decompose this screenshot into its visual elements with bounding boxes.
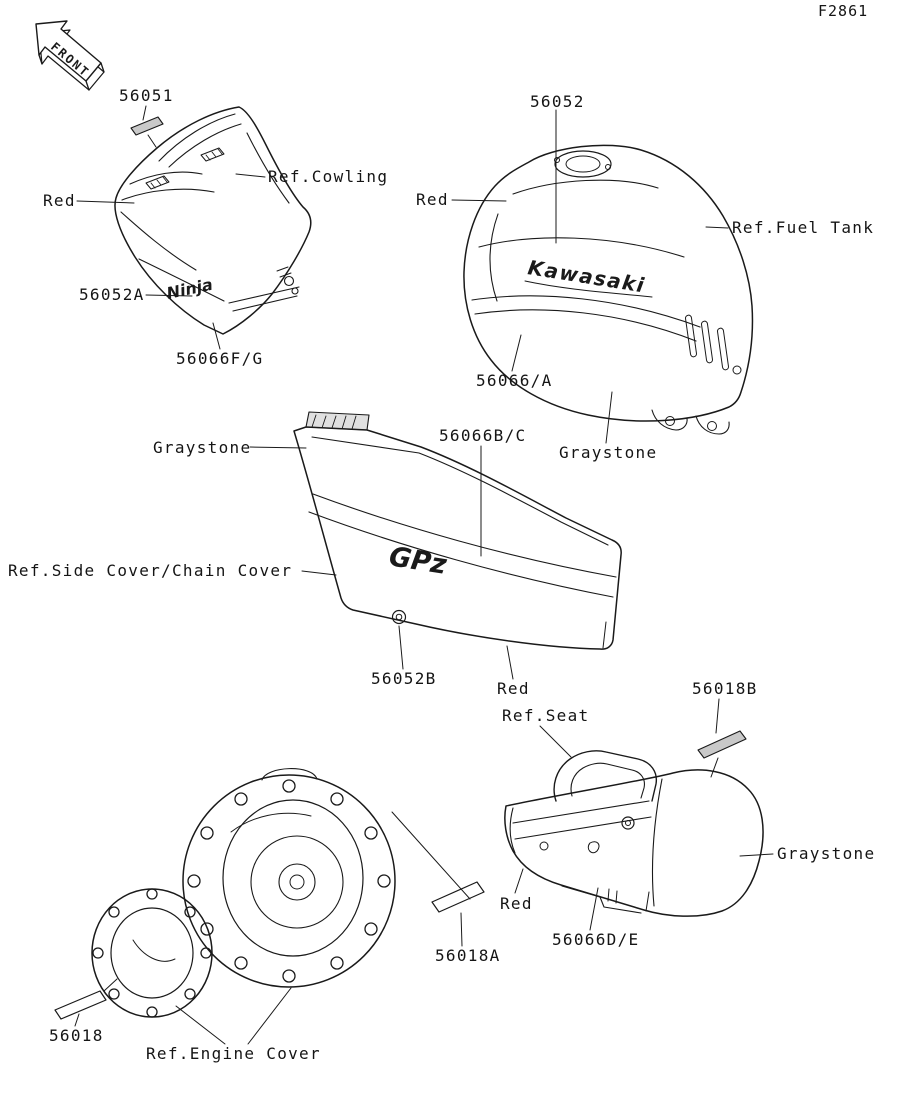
label-graystone-side: Graystone [153, 438, 252, 457]
label-part-56018b: 56018B [692, 679, 758, 698]
decal-strip-56018 [54, 990, 107, 1020]
label-part-56066de: 56066D/E [552, 930, 640, 949]
label-red-tank: Red [416, 190, 449, 209]
decal-strip-56018b [697, 730, 747, 759]
leader-lines [74, 105, 774, 1045]
label-part-56051: 56051 [119, 86, 174, 105]
label-red-cowling: Red [43, 191, 76, 210]
label-part-56066a: 56066/A [476, 371, 553, 390]
label-part-56066bc: 56066B/C [439, 426, 527, 445]
cowling-drawing: Ninja [114, 106, 312, 335]
label-ref-side-cover: Ref.Side Cover/Chain Cover [8, 561, 293, 580]
ninja-decal-text: Ninja [165, 275, 214, 303]
label-part-56052a: 56052A [79, 285, 145, 304]
label-graystone-seat: Graystone [777, 844, 876, 863]
kawasaki-decal-text: Kawasaki [526, 255, 647, 297]
page-code: F2861 [818, 2, 869, 20]
side-cover-drawing: GPz [293, 411, 622, 650]
label-ref-seat: Ref.Seat [502, 706, 590, 725]
label-graystone-tank: Graystone [559, 443, 658, 462]
label-part-56052: 56052 [530, 92, 585, 111]
label-part-56052b: 56052B [371, 669, 437, 688]
decal-strip-56018a [431, 881, 485, 913]
label-ref-fuel-tank: Ref.Fuel Tank [732, 218, 875, 237]
label-part-56018a: 56018A [435, 946, 501, 965]
front-arrow-icon: FRONT [35, 20, 105, 91]
label-red-side: Red [497, 679, 530, 698]
engine-cover-drawing [54, 768, 485, 1020]
label-ref-engine-cover: Ref.Engine Cover [146, 1044, 321, 1063]
seat-cowl-drawing [504, 730, 764, 917]
label-part-56066fg: 56066F/G [176, 349, 264, 368]
label-red-seat: Red [500, 894, 533, 913]
gpz-decal-text: GPz [387, 541, 449, 581]
decal-strip-56051 [130, 116, 164, 136]
fuel-tank-drawing: Kawasaki [463, 144, 754, 435]
label-ref-cowling: Ref.Cowling [268, 167, 389, 186]
label-part-56018: 56018 [49, 1026, 104, 1045]
